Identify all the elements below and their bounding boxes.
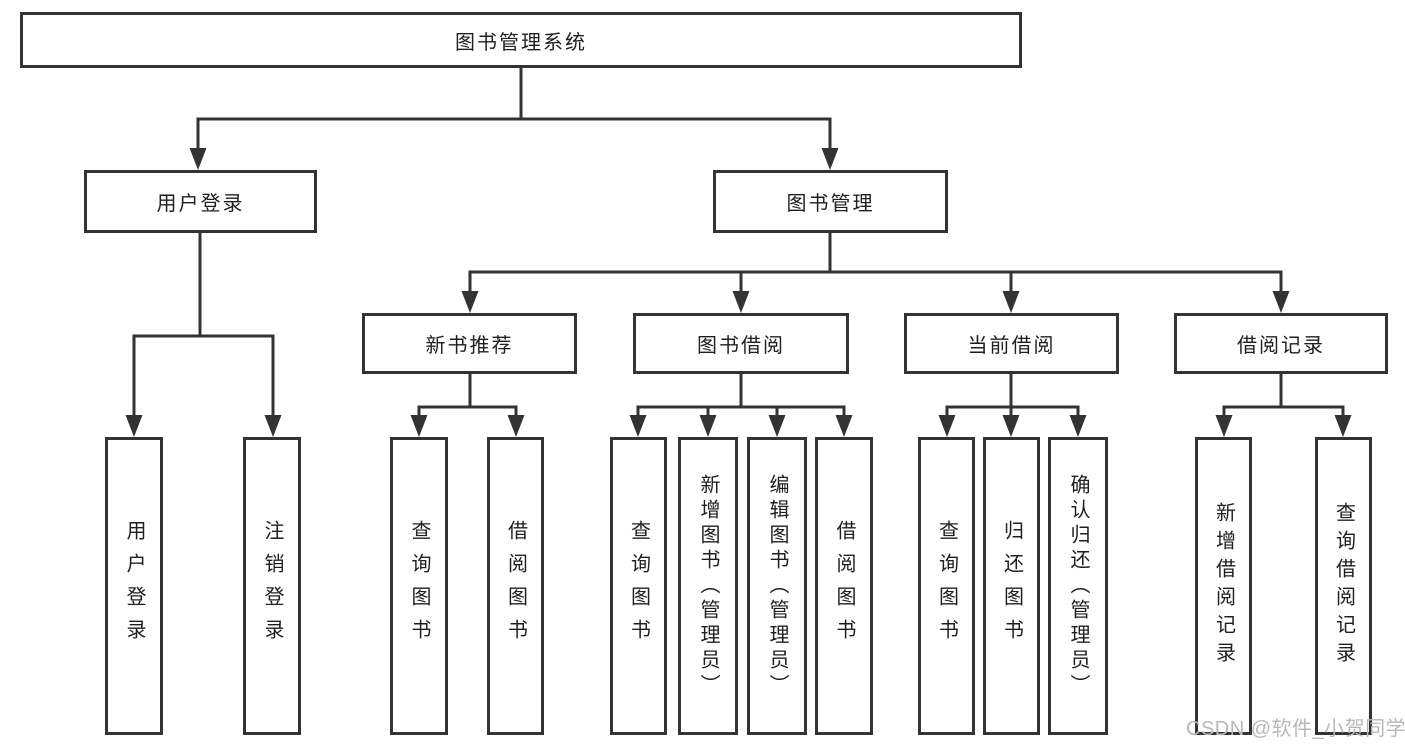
node-label: 新增借阅记录 [1212,502,1235,670]
node-confirm-return-admin: 确认归还（管理员） [1048,437,1108,735]
node-label: 借阅图书 [504,520,527,652]
node-label: 图书借阅 [697,335,785,357]
node-query-books-current: 查询图书 [918,437,975,735]
node-borrow-books-recommend: 借阅图书 [487,437,544,735]
node-label: 编辑图书（管理员） [766,473,788,699]
node-label: 用户登录 [123,520,145,652]
node-label: 借阅图书 [833,520,855,652]
node-label: 查询图书 [935,520,958,652]
node-new-book-recommend: 新书推荐 [362,313,577,374]
node-label: 查询图书 [627,520,650,652]
node-user-login: 用户登录 [105,437,163,735]
node-borrow-books-borrowing: 借阅图书 [815,437,873,735]
node-add-borrow-record: 新增借阅记录 [1195,437,1252,735]
node-label: 图书管理 [786,193,875,215]
node-user-login-group: 用户登录 [84,170,317,233]
node-label: 新增图书（管理员） [697,473,719,699]
node-label: 用户登录 [156,193,245,215]
node-book-management-group: 图书管理 [713,170,948,233]
node-label: 图书管理系统 [455,31,587,54]
csdn-watermark: CSDN @软件_小贺同学 [1186,718,1405,740]
node-label: 借阅记录 [1237,335,1325,357]
node-label: 当前借阅 [967,335,1056,357]
node-current-borrowing: 当前借阅 [904,313,1119,374]
node-borrowing-records: 借阅记录 [1174,313,1388,374]
node-book-borrowing: 图书借阅 [633,313,849,374]
node-label: 查询图书 [408,520,430,652]
node-query-books-recommend: 查询图书 [390,437,448,735]
node-logout-login: 注销登录 [243,437,301,735]
node-label: 新书推荐 [425,335,514,357]
node-library-system-root: 图书管理系统 [20,12,1022,68]
node-label: 确认归还（管理员） [1067,473,1089,699]
node-return-books: 归还图书 [983,437,1040,735]
node-label: 查询借阅记录 [1332,502,1355,670]
node-label: 注销登录 [261,520,283,652]
node-query-borrow-record: 查询借阅记录 [1315,437,1372,735]
node-label: 归还图书 [1000,520,1023,652]
node-query-books-borrowing: 查询图书 [610,437,667,735]
node-add-book-admin: 新增图书（管理员） [678,437,738,735]
node-edit-book-admin: 编辑图书（管理员） [747,437,807,735]
